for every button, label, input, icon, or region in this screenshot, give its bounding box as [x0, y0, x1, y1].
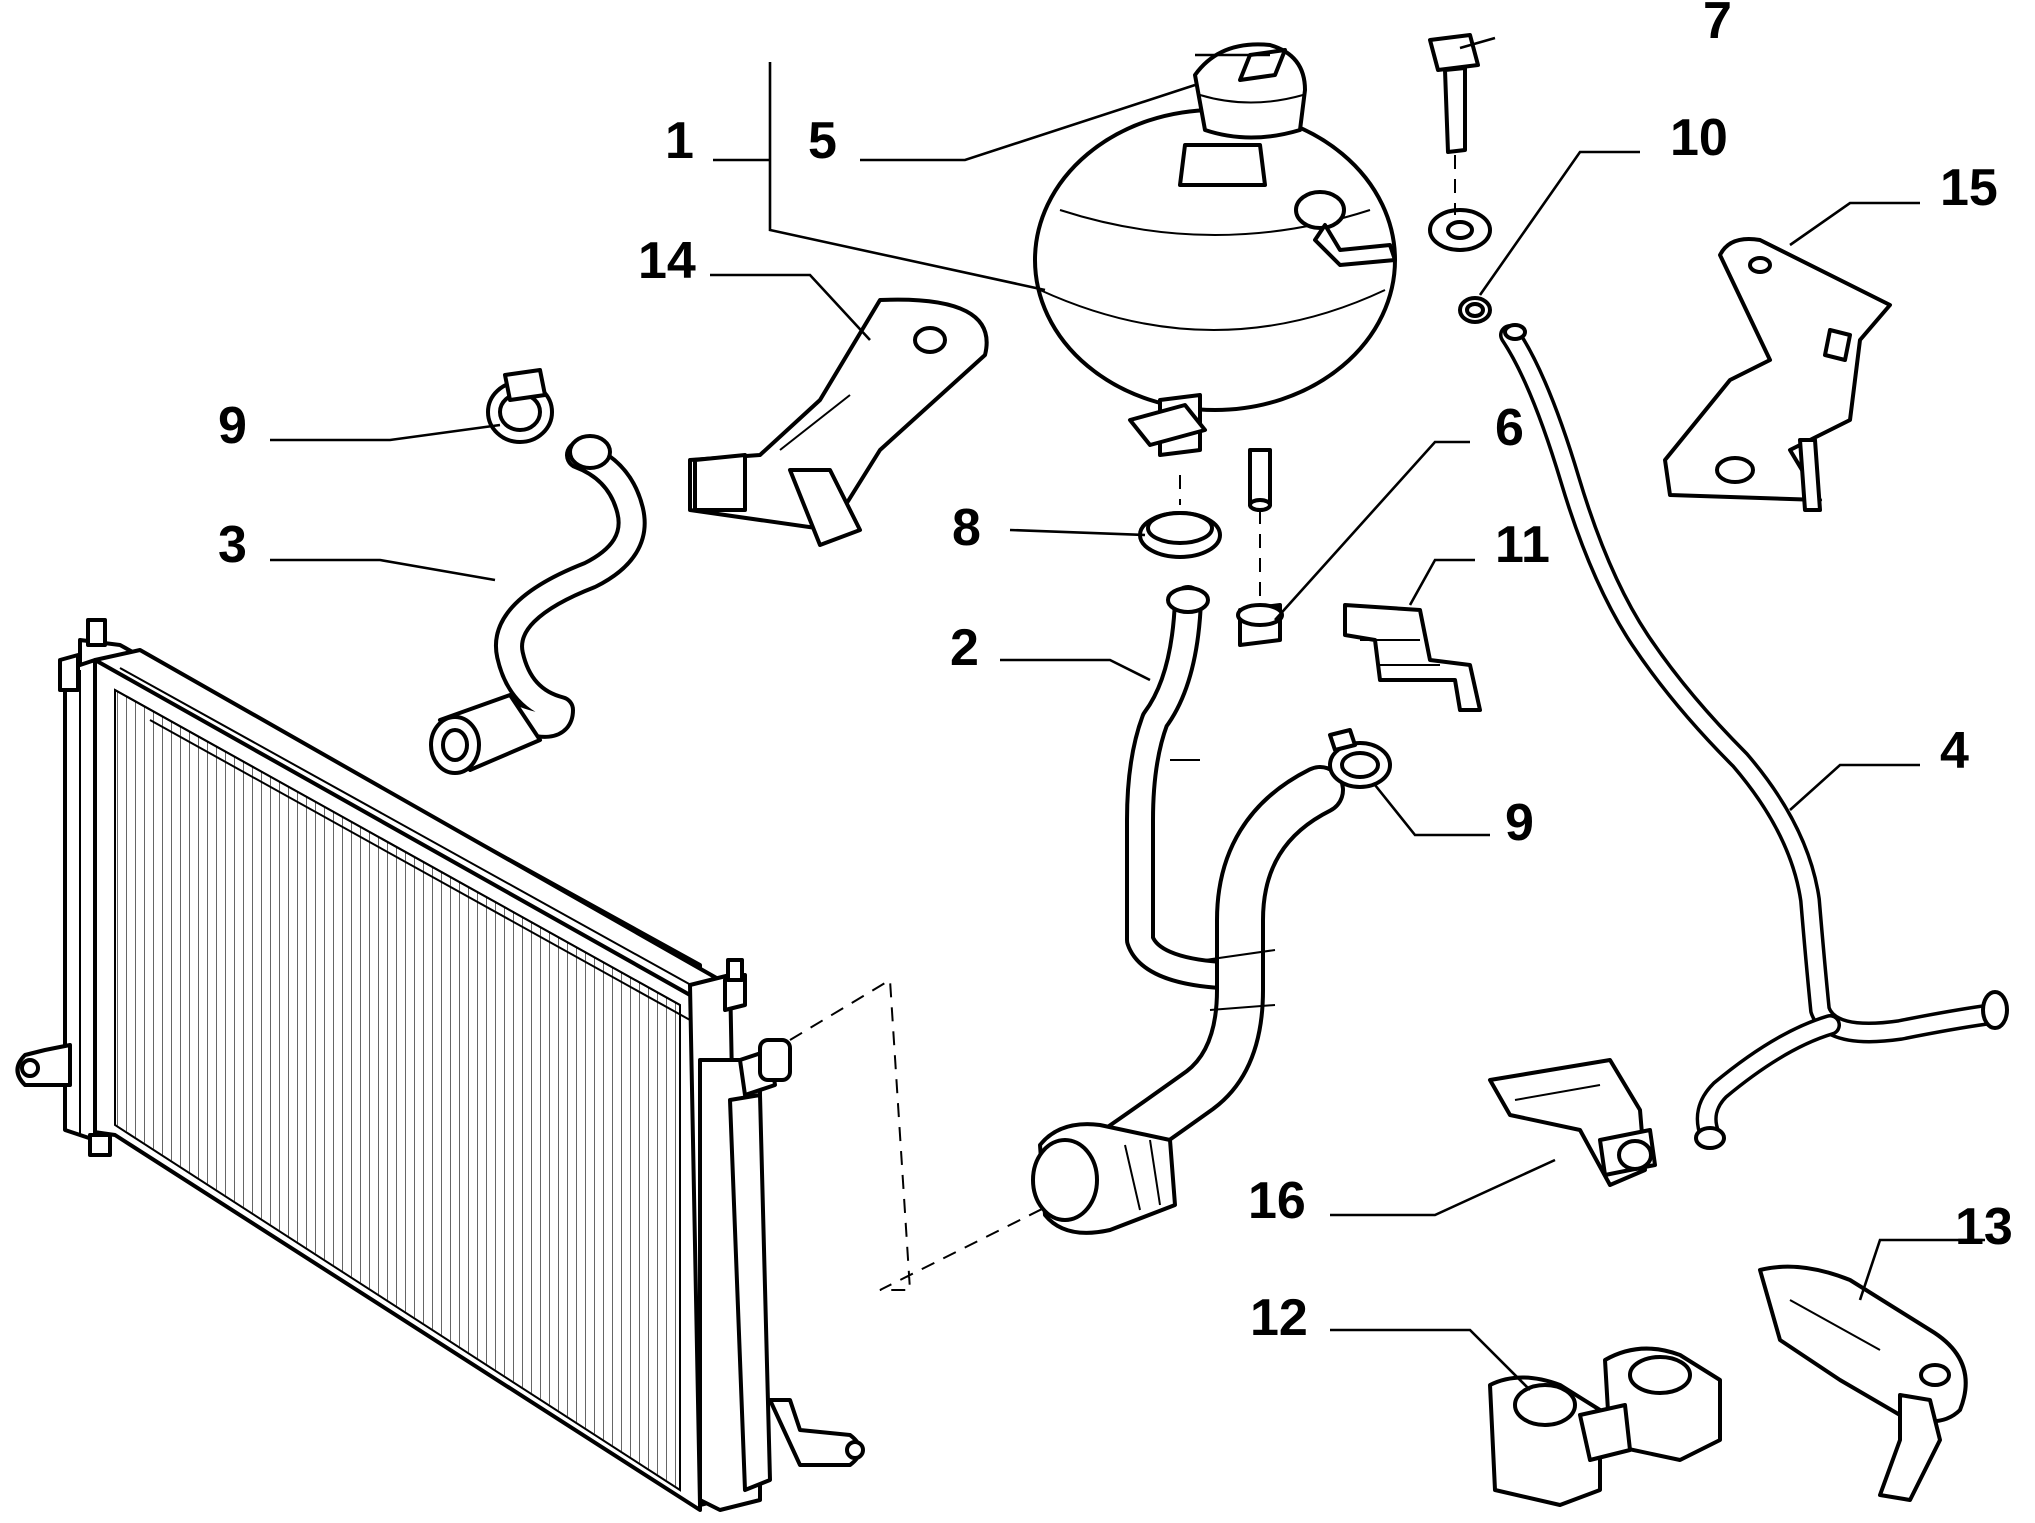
callout-4: 4 — [1940, 722, 1969, 780]
part-12-double-clip — [1488, 1346, 1722, 1507]
callout-16: 16 — [1248, 1172, 1306, 1230]
part-1-expansion-tank — [1033, 108, 1492, 512]
callout-3: 3 — [218, 516, 247, 574]
callout-12: 12 — [1250, 1289, 1308, 1347]
part-14-bracket — [688, 297, 989, 547]
leader-lines — [270, 36, 1985, 1391]
callout-11: 11 — [1495, 516, 1550, 574]
callout-9a: 9 — [218, 397, 247, 455]
part-7-bolt — [1428, 33, 1480, 215]
part-3-hose — [429, 434, 647, 775]
part-16-sensor-bracket — [1488, 1058, 1657, 1187]
lower-radiator-hose — [1031, 765, 1345, 1235]
part-2-hose — [1125, 585, 1235, 990]
callout-14: 14 — [638, 232, 696, 290]
callout-2: 2 — [950, 619, 979, 677]
part-10-clip — [1458, 296, 1492, 324]
callout-6: 6 — [1495, 399, 1524, 457]
part-11-clip — [1343, 603, 1482, 712]
callout-8: 8 — [952, 499, 981, 557]
part-4-hose — [1499, 323, 2009, 1150]
part-8-clamp — [1138, 475, 1222, 559]
callout-1: 1 — [665, 112, 694, 170]
part-13-clip — [1758, 1264, 1968, 1502]
part-6-plug — [1236, 510, 1284, 647]
callout-labels: 1 5 7 10 15 14 9 6 3 8 11 2 4 9 16 13 12 — [218, 0, 2013, 1347]
callout-9b: 9 — [1505, 794, 1534, 852]
part-9-clamp-upper — [486, 368, 554, 444]
part-15-bracket — [1663, 237, 1892, 512]
callout-13: 13 — [1955, 1198, 2013, 1256]
part-9-clamp-lower — [1328, 728, 1392, 789]
radiator — [15, 618, 1061, 1512]
callout-7: 7 — [1703, 0, 1732, 50]
callout-10: 10 — [1670, 109, 1728, 167]
callout-5: 5 — [808, 112, 837, 170]
part-5-cap — [1193, 42, 1307, 140]
callout-15: 15 — [1940, 159, 1998, 217]
